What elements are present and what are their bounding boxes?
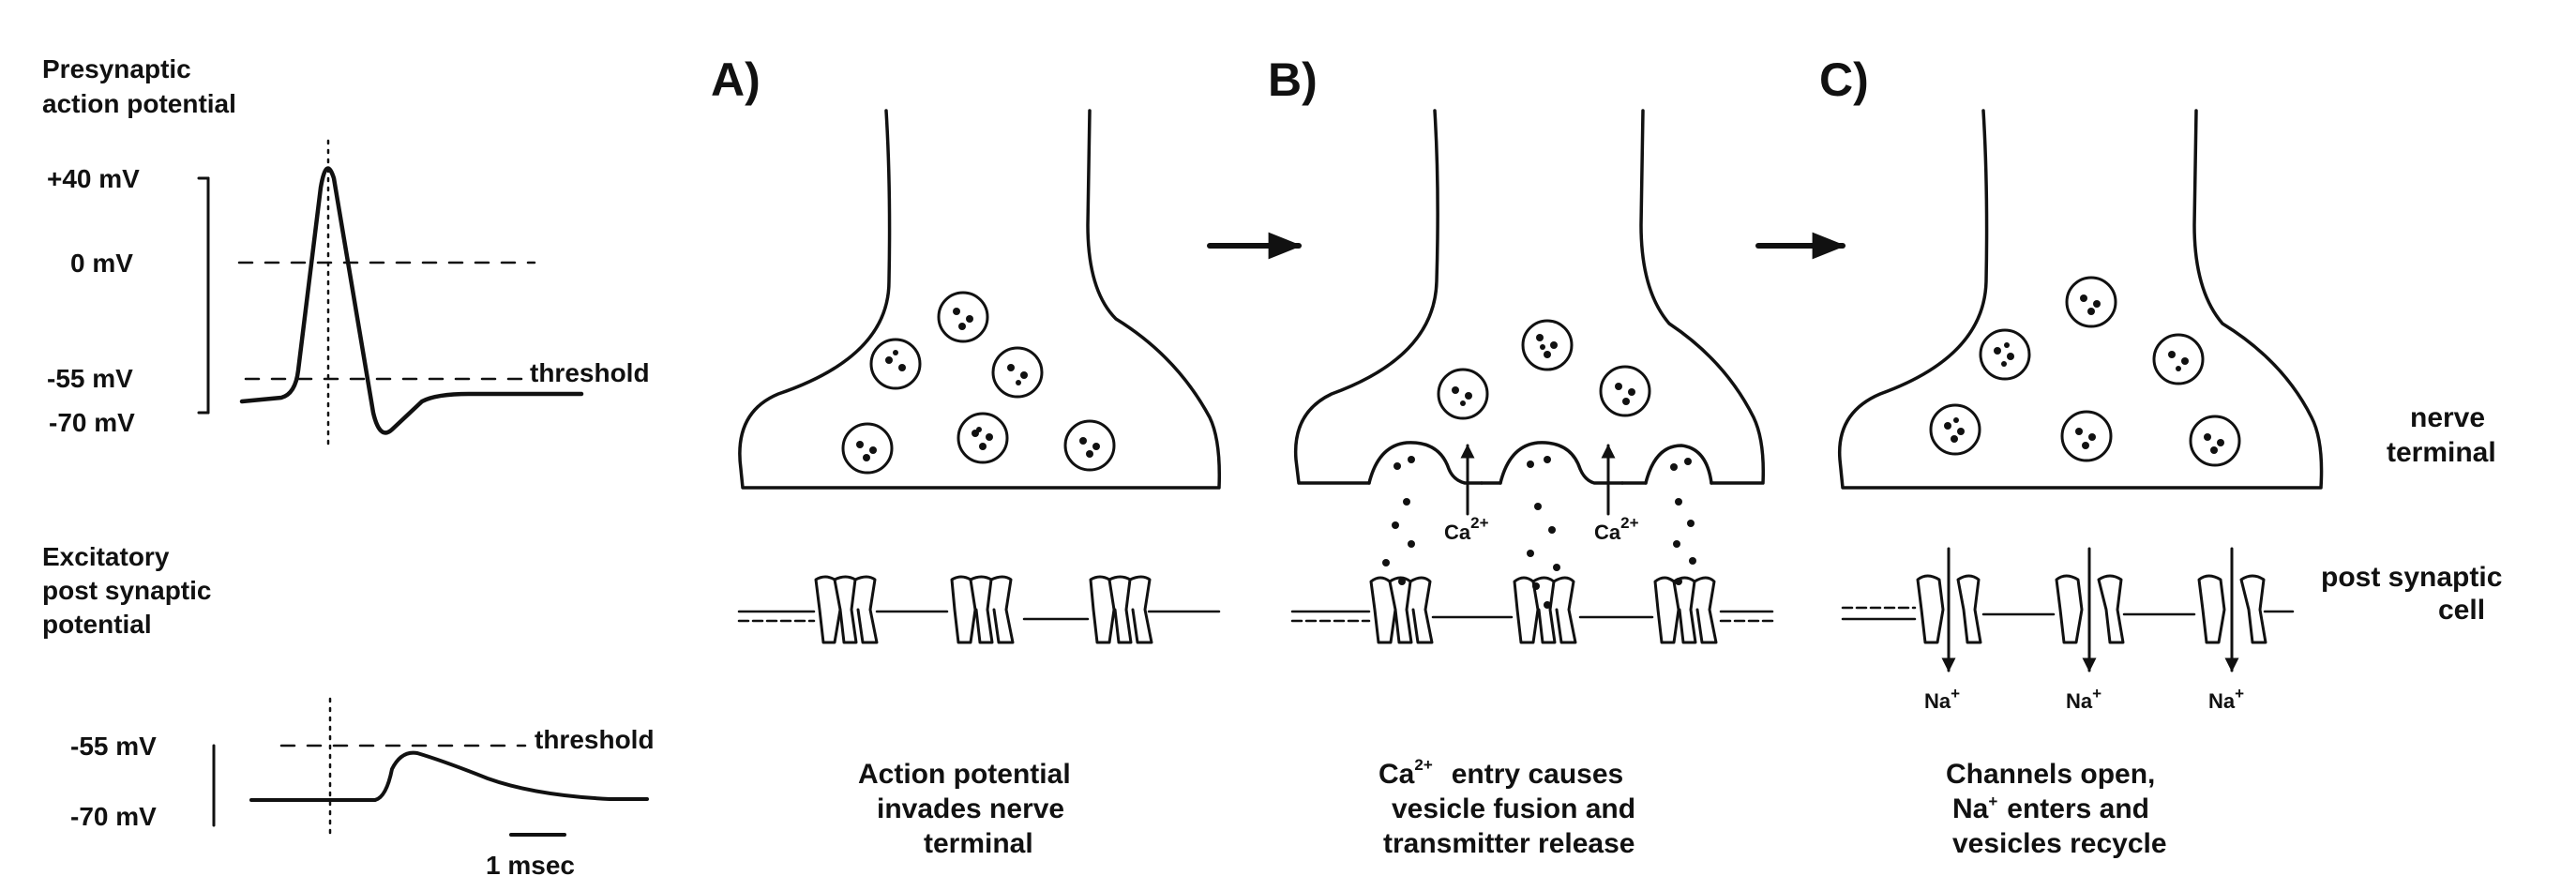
epsp-plot: Excitatory post synaptic potential -55 m… — [42, 542, 655, 880]
tick-label-minus70: -70 mV — [49, 408, 135, 437]
closed-ion-channels — [814, 575, 1153, 644]
na-label-3: Na+ — [2208, 685, 2244, 713]
panel-label-c: C) — [1819, 53, 1869, 106]
sodium-influx-arrows — [1941, 547, 2239, 672]
caption-b-line3: transmitter release — [1383, 828, 1634, 859]
postsynaptic-membrane — [737, 610, 1221, 623]
caption-b-line2: vesicle fusion and — [1392, 793, 1635, 824]
tick-label-plus40: +40 mV — [47, 164, 140, 193]
epsp-title-line2: post synaptic — [42, 576, 211, 605]
caption-a-line3: terminal — [924, 828, 1033, 859]
panel-b-terminal: Ca2+ Ca2+ Ca2+entry causes vesicle fusio… — [1290, 109, 1774, 859]
panel-label-b: B) — [1268, 53, 1318, 106]
post-synaptic-label-line2: cell — [2438, 595, 2485, 626]
postsynaptic-membrane-b — [1290, 610, 1774, 623]
post-synaptic-label-line1: post synaptic — [2321, 562, 2502, 593]
panel-c-terminal: Na+ Na+ Na+ Channels open, Na+enters and… — [1837, 109, 2324, 859]
tick-label-0: 0 mV — [70, 249, 133, 278]
na-label-2: Na+ — [2066, 685, 2101, 713]
caption-a-line1: Action potential — [858, 759, 1071, 790]
open-ion-channels — [1916, 574, 2267, 644]
nerve-terminal-outline-b — [1293, 109, 1766, 485]
caption-c-line3: vesicles recycle — [1952, 828, 2167, 859]
epsp-title-line1: Excitatory — [42, 542, 170, 571]
panel-label-a: A) — [711, 53, 761, 106]
ion-channels-b — [1369, 576, 1718, 644]
epsp-tick-minus55: -55 mV — [70, 732, 157, 761]
synaptic-vesicles-b — [1393, 319, 1692, 471]
postsynaptic-membrane-c — [1841, 606, 2295, 621]
nerve-terminal-outline — [738, 109, 1222, 490]
epsp-title-line3: potential — [42, 610, 152, 639]
presynaptic-title-line2: action potential — [42, 89, 236, 118]
ca-label-1: Ca2+ — [1444, 514, 1489, 544]
caption-c-line2: Na+enters and — [1952, 793, 2149, 824]
caption-b-line1: Ca2+entry causes — [1378, 756, 1623, 790]
caption-a-line2: invades nerve — [877, 793, 1064, 824]
panel-a-terminal: Action potential invades nerve terminal — [737, 109, 1222, 859]
nerve-terminal-outline-c — [1837, 109, 2324, 490]
time-scale-label: 1 msec — [486, 851, 575, 880]
fusing-vesicles — [1367, 441, 1713, 485]
ca-label-2: Ca2+ — [1594, 514, 1639, 544]
caption-c-line1: Channels open, — [1946, 759, 2155, 790]
epsp-trace — [249, 750, 649, 802]
epsp-tick-minus70: -70 mV — [70, 802, 157, 831]
nerve-terminal-label-line1: nerve — [2410, 402, 2485, 433]
released-transmitter — [1382, 498, 1696, 609]
tick-label-minus55: -55 mV — [47, 364, 133, 393]
synaptic-vesicles — [841, 291, 1116, 475]
nerve-terminal-label-line2: terminal — [2387, 437, 2496, 468]
threshold-label: threshold — [530, 358, 650, 387]
epsp-threshold-label: threshold — [535, 725, 655, 754]
na-label-1: Na+ — [1924, 685, 1960, 713]
presynaptic-action-potential-plot: Presynaptic action potential +40 mV 0 mV… — [42, 54, 650, 447]
action-potential-trace — [239, 166, 584, 435]
synaptic-vesicles-c — [1929, 276, 2241, 467]
presynaptic-title-line1: Presynaptic — [42, 54, 191, 83]
